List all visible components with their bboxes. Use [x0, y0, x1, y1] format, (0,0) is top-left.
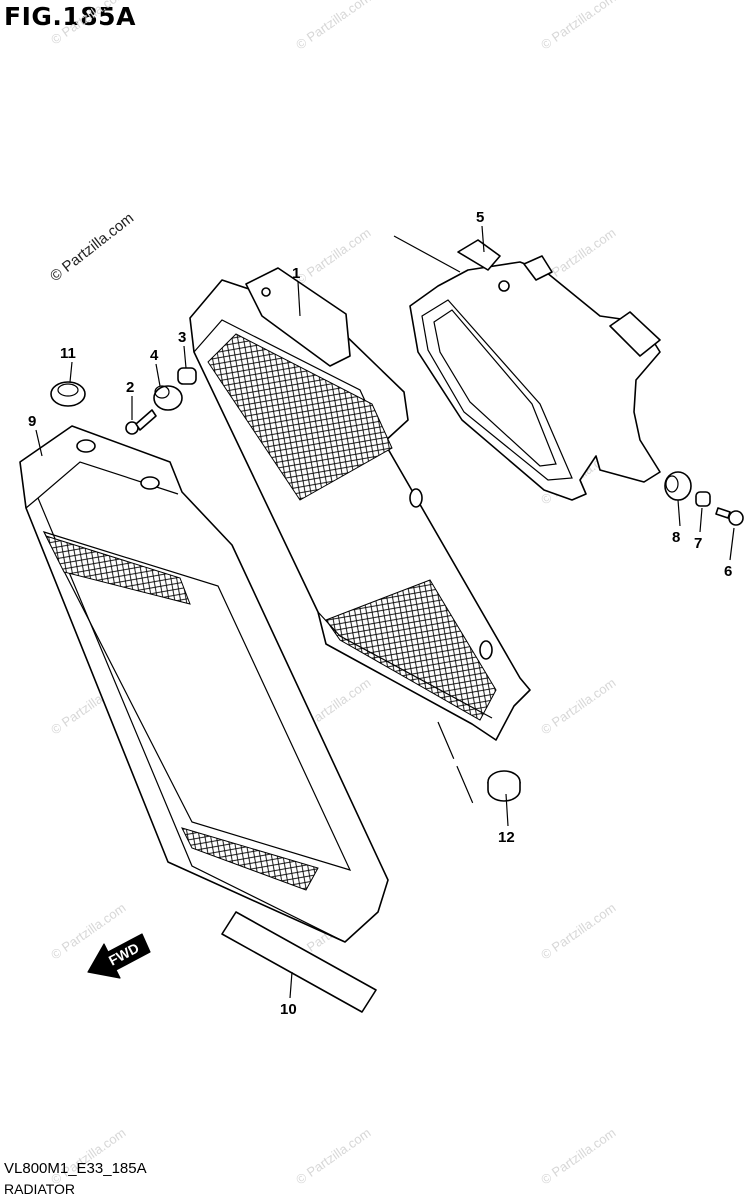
watermark-text: © Partzilla.com: [538, 1125, 618, 1188]
callout-7: 7: [694, 535, 702, 552]
watermark-text: © Partzilla.com: [538, 0, 618, 52]
part-6-bolt: [715, 507, 744, 526]
watermark-text: © Partzilla.com: [293, 0, 373, 52]
callout-4: 4: [150, 347, 159, 364]
watermark-prominent: © Partzilla.com: [47, 210, 137, 286]
watermark-text: © Partzilla.com: [48, 0, 128, 47]
callout-10: 10: [280, 1001, 297, 1018]
callout-9: 9: [28, 413, 36, 430]
figure-name: RADIATOR: [4, 1181, 76, 1197]
leader-lines: [35, 225, 735, 999]
callout-labels: 1 2 3 4 5 6 7 8 9 10 11 12: [28, 209, 732, 1018]
figure-code: VL800M1_E33_185A: [4, 1160, 147, 1177]
watermark-text: © Partzilla.com: [293, 1125, 373, 1188]
part-8-cushion: [664, 471, 692, 501]
part-3-collar: [177, 367, 197, 385]
watermark-text: © Partzilla.com: [48, 1125, 128, 1188]
part-7-collar: [695, 491, 711, 507]
watermark-text: © Partzilla.com: [538, 675, 618, 738]
watermark-text: © Partzilla.com: [293, 225, 373, 288]
fwd-direction-arrow: FWD: [87, 933, 151, 979]
part-10-tape: [221, 911, 377, 1013]
callout-6: 6: [724, 563, 732, 580]
callout-8: 8: [672, 529, 680, 546]
callout-2: 2: [126, 379, 134, 396]
part-9-radiator-cover: [19, 425, 389, 943]
callout-12: 12: [498, 829, 515, 846]
callout-1: 1: [292, 265, 300, 282]
part-2-bolt: [125, 409, 157, 435]
callout-11: 11: [60, 345, 76, 362]
figure-title: FIG.185A: [4, 2, 136, 31]
part-11-grommet: [50, 381, 86, 407]
callout-5: 5: [476, 209, 484, 226]
watermark-text: © Partzilla.com: [538, 900, 618, 963]
part-12-grommet: [487, 770, 521, 802]
part-1-radiator: [189, 267, 531, 807]
callout-3: 3: [178, 329, 186, 346]
part-4-cushion: [153, 385, 183, 411]
part-5-fan-shroud: [393, 235, 661, 501]
